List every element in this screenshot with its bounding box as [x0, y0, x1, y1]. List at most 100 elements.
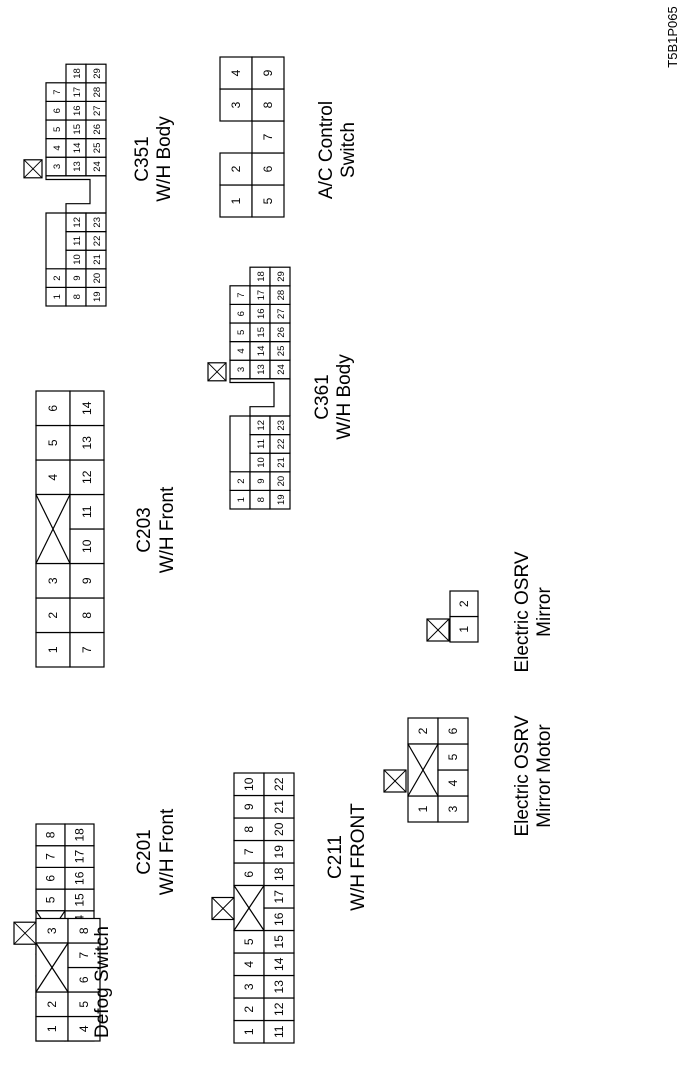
pin-number: 1	[46, 646, 60, 653]
ac-switch-line2: Switch	[338, 122, 359, 178]
label-c351: C351 W/H Body	[132, 116, 175, 202]
label-ac-switch: A/C Control Switch	[316, 101, 359, 199]
pin-number: 7	[77, 952, 91, 959]
pin-number: 9	[242, 803, 256, 810]
pin-number: 9	[261, 69, 275, 76]
pin-number: 14	[272, 957, 286, 971]
pin-number: 7	[242, 848, 256, 855]
pin-number: 2	[242, 1006, 256, 1013]
pin-number: 16	[73, 871, 87, 885]
pin-number: 14	[72, 143, 83, 154]
pin-number: 12	[272, 1002, 286, 1016]
pin-number: 18	[72, 68, 83, 79]
pin-number: 7	[236, 292, 247, 297]
pin-number: 25	[276, 346, 287, 357]
pin-number: 17	[272, 890, 286, 904]
pin-number: 15	[72, 124, 83, 135]
pin-cell	[437, 717, 469, 745]
pin-number: 9	[80, 577, 94, 584]
label-c211: C211 W/H FRONT	[325, 803, 369, 911]
pin-number: 1	[457, 626, 471, 633]
pin-number: 23	[92, 217, 103, 228]
pin-cell	[69, 390, 105, 427]
pin-number: 24	[276, 364, 287, 375]
label-c203: C203 W/H Front	[134, 486, 178, 573]
pin-number: 5	[236, 330, 247, 335]
label-osrv-mirror: Electric OSRV Mirror	[512, 551, 555, 672]
pin-number: 17	[73, 850, 87, 864]
pin-number: 16	[272, 912, 286, 926]
pin-number: 11	[72, 236, 83, 246]
pin-number: 4	[77, 1025, 91, 1032]
pin-number: 18	[256, 271, 267, 282]
pin-number: 5	[242, 938, 256, 945]
pin-number: 19	[92, 291, 103, 302]
c203-subtitle: W/H Front	[157, 486, 178, 573]
pin-number: 1	[236, 497, 247, 502]
pin-number: 11	[272, 1025, 286, 1038]
osrv-motor-line2: Mirror Motor	[534, 724, 555, 828]
pin-number: 13	[72, 161, 83, 172]
c351-subtitle: W/H Body	[154, 116, 175, 202]
pin-number: 28	[92, 87, 103, 98]
pin-number: 5	[46, 439, 60, 446]
figure-id: T5B1P065	[665, 6, 680, 67]
pin-number: 3	[242, 983, 256, 990]
label-osrv-motor: Electric OSRV Mirror Motor	[512, 715, 555, 836]
osrv-motor-line1: Electric OSRV	[512, 715, 533, 836]
pin-number: 18	[73, 828, 87, 842]
pin-number: 12	[80, 470, 94, 484]
pin-number: 2	[45, 1001, 59, 1008]
pin-number: 8	[242, 826, 256, 833]
pin-number: 2	[457, 600, 471, 607]
pin-number: 12	[256, 420, 267, 431]
pin-number: 5	[77, 1001, 91, 1008]
pin-number: 6	[261, 165, 275, 172]
pin-cell	[64, 823, 95, 847]
pin-number: 2	[416, 727, 430, 734]
pin-number: 10	[72, 254, 83, 265]
pin-number: 6	[44, 875, 58, 882]
label-c361: C361 W/H Body	[312, 354, 355, 440]
pin-number: 22	[92, 236, 103, 247]
pin-number: 17	[72, 87, 83, 98]
pin-cell	[449, 590, 479, 618]
defog-line1: Defog Switch	[92, 926, 113, 1038]
pin-number: 4	[236, 348, 247, 353]
pin-number: 2	[46, 612, 60, 619]
c361-subtitle: W/H Body	[334, 354, 355, 440]
pin-number: 29	[92, 68, 103, 79]
pin-number: 14	[80, 401, 94, 415]
pin-number: 15	[256, 327, 267, 338]
pin-number: 23	[276, 420, 287, 431]
pin-number: 14	[256, 346, 267, 357]
pin-number: 11	[80, 505, 94, 518]
pin-number: 2	[229, 165, 243, 172]
pin-number: 13	[256, 364, 267, 375]
pin-number: 4	[242, 961, 256, 968]
osrv-mirror-line1: Electric OSRV	[512, 551, 533, 672]
pin-number: 8	[77, 927, 91, 934]
pin-number: 1	[229, 197, 243, 204]
pin-number: 5	[44, 896, 58, 903]
connector-osrv-mirror: 12	[426, 590, 479, 643]
connector-c361: 1289101112192021222334567131415161718242…	[207, 266, 291, 510]
pin-number: 24	[92, 161, 103, 172]
pin-number: 5	[261, 197, 275, 204]
pin-number: 16	[256, 308, 267, 319]
c351-title: C351	[132, 136, 153, 181]
pin-number: 2	[236, 478, 247, 483]
pin-number: 12	[72, 217, 83, 228]
pin-number: 17	[256, 290, 267, 301]
pin-number: 10	[256, 457, 267, 468]
pin-number: 4	[446, 779, 460, 786]
connector-c351: 1289101112192021222334567131415161718242…	[23, 63, 107, 307]
pin-number: 25	[92, 143, 103, 154]
label-c201: C201 W/H Front	[134, 808, 178, 895]
pin-number: 3	[52, 164, 63, 169]
pin-number: 3	[446, 805, 460, 812]
pin-number: 10	[242, 777, 256, 791]
